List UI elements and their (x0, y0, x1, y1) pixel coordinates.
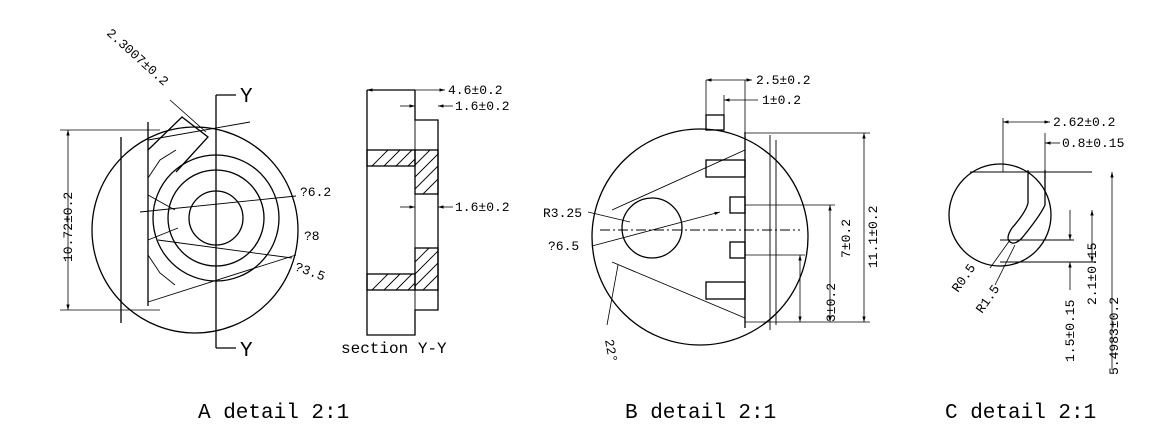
detail-b-edge (611, 149, 746, 211)
detail-c-view: 2.62±0.2 0.8±0.15 5.4983±0.2 2.1±0.15 1.… (945, 115, 1124, 425)
detail-a-centerline (139, 195, 297, 213)
detail-b-slot (705, 281, 746, 300)
detail-b-leader-r325 (587, 211, 631, 223)
detail-a-d8-label: ?8 (304, 229, 320, 244)
detail-a-centerline (157, 239, 293, 259)
detail-a-caption: A detail 2:1 (198, 402, 349, 425)
detail-a-section-mark-bottom: Y (240, 340, 253, 363)
detail-a-d62-label: ?6.2 (300, 185, 331, 200)
detail-a-outer-circle (91, 126, 299, 334)
detail-c-label-262: 2.62±0.2 (1053, 115, 1115, 130)
detail-b-slot (729, 241, 746, 259)
detail-b-label-25: 2.5±0.2 (756, 73, 811, 88)
section-yy-view: 4.6±0.2 1.6±0.2 1.6±0.2 section Y-Y (341, 83, 510, 358)
detail-b-slot (705, 114, 725, 131)
detail-a-slot-line (147, 227, 179, 241)
detail-b-label-111: 11.1±0.2 (866, 206, 881, 268)
detail-a-spoke (147, 254, 176, 286)
detail-a-height-label: 10.72±0.2 (61, 192, 76, 262)
detail-b-label-3: 3±0.2 (824, 283, 839, 322)
detail-b-label-d65: ?6.5 (548, 239, 579, 254)
detail-a-notch (147, 116, 209, 173)
detail-b-slot (729, 196, 746, 214)
detail-a-spoke (147, 149, 177, 179)
detail-c-label-r05: R0.5 (949, 261, 979, 295)
detail-a-section-mark-top: Y (240, 86, 253, 109)
detail-a-angled-leader (169, 99, 207, 133)
detail-c-caption: C detail 2:1 (945, 402, 1096, 425)
detail-b-hole (621, 197, 683, 259)
detail-b-leader-d65 (591, 211, 721, 247)
detail-c-label-21: 2.1±0.15 (1085, 243, 1100, 305)
detail-b-outer-circle (591, 128, 809, 346)
section-yy-width-label: 4.6±0.2 (448, 83, 503, 98)
detail-c-label-15: 1.5±0.15 (1063, 300, 1078, 362)
detail-a-d35-label: ?3.5 (293, 260, 327, 285)
section-yy-hatch-block (414, 149, 439, 195)
detail-c-leader-r15 (994, 244, 1016, 286)
detail-c-slot-curve (1007, 202, 1029, 244)
detail-b-label-angle: 22° (601, 338, 620, 364)
section-yy-top-label: 1.6±0.2 (455, 99, 510, 114)
detail-c-label-r15: R1.5 (973, 282, 1003, 316)
detail-a-angled-label: 2.3007±0.2 (103, 26, 171, 89)
section-yy-caption: section Y-Y (341, 340, 447, 358)
detail-b-slot (705, 159, 746, 178)
detail-c-leader-r05 (989, 239, 1011, 269)
detail-b-edge (611, 261, 746, 319)
detail-b-caption: B detail 2:1 (625, 402, 776, 425)
detail-b-label-1: 1±0.2 (762, 93, 801, 108)
detail-a-view: Y Y 10.72±0.2 2.3007±0.2 ?6.2 ?8 ?3.5 A … (60, 26, 349, 425)
detail-c-label-54983: 5.4983±0.2 (1107, 297, 1122, 375)
section-yy-mid-label: 1.6±0.2 (455, 200, 510, 215)
detail-c-outer-circle (948, 163, 1052, 267)
detail-a-slot-line (147, 254, 297, 303)
detail-b-label-r325: R3.25 (543, 206, 582, 221)
section-yy-outline (366, 90, 439, 336)
detail-a-slot-line (147, 121, 251, 141)
detail-b-label-7: 7±0.2 (839, 219, 854, 258)
detail-b-view: 2.5±0.2 1±0.2 11.1±0.2 7±0.2 3±0.2 R3.25… (543, 73, 881, 425)
section-yy-hatch-block (414, 247, 439, 291)
detail-b-angle-leader (606, 264, 619, 326)
detail-a-slot-line (147, 194, 176, 211)
detail-c-label-08: 0.8±0.15 (1062, 136, 1124, 151)
detail-c-slot-curve (1011, 204, 1046, 244)
